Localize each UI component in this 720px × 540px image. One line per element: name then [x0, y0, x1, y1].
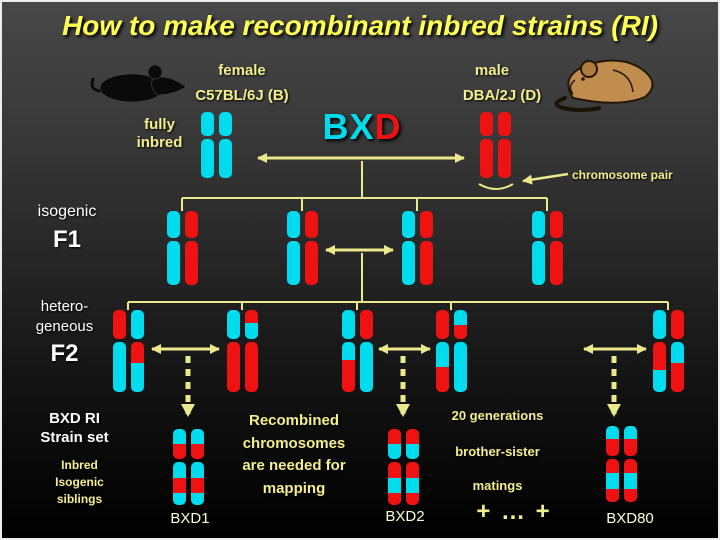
f1-chromosome-pair — [167, 211, 198, 285]
ri-chromosome — [388, 429, 401, 505]
ri-chromosome — [606, 426, 619, 502]
f2-chromosome-pair — [113, 310, 144, 392]
bxd-b-x-letters: BX — [322, 106, 375, 147]
chromosome-d — [480, 112, 493, 178]
generations-note-line3: matings — [472, 478, 523, 493]
bxd-d-letter: D — [374, 106, 402, 147]
recombined-note: Recombined chromosomes are needed for ma… — [242, 412, 346, 497]
f1-chromosome-pair — [402, 211, 433, 285]
bxd80-chromosome-pair — [606, 426, 637, 502]
bxd-ri-strain-set-label: BXD RI Strain set — [40, 410, 109, 446]
f2-chromosome-pair — [653, 310, 684, 392]
female-mouse-icon — [90, 64, 187, 103]
chromosome-d — [550, 211, 563, 285]
inbred-isogenic-siblings-label: Inbred Isogenic siblings — [55, 458, 104, 506]
recombinant-chromosome — [671, 310, 684, 392]
page-title: How to make recombinant inbred strains (… — [62, 10, 658, 41]
parent-b-chromosome-pair — [201, 112, 232, 178]
ri-chromosome — [624, 426, 637, 502]
recombinant-chromosome — [436, 310, 449, 392]
chromosome-b — [167, 211, 180, 285]
chromosome-b — [402, 211, 415, 285]
f1-chromosome-pair — [287, 211, 318, 285]
chromosome-d — [498, 112, 511, 178]
parent-d-chromosome-pair — [480, 112, 511, 178]
recombinant-chromosome — [245, 310, 258, 392]
chromosome-pair-pointer-arrow — [522, 172, 569, 185]
fully-inbred-label: fully inbred — [136, 116, 183, 151]
bxd80-label: BXD80 — [606, 510, 654, 527]
f1-label: F1 — [52, 226, 81, 253]
chromosome-pair-label: chromosome pair — [572, 168, 673, 182]
recombinant-chromosome — [227, 310, 240, 392]
male-label: male — [474, 62, 510, 79]
bxd-cross-label: BXD — [297, 106, 427, 148]
f1-chromosome-pair — [532, 211, 563, 285]
chromosome-pair-bracket — [478, 183, 514, 190]
chromosome-b — [532, 211, 545, 285]
generations-note-line1: 20 generations — [451, 408, 544, 423]
bxd2-chromosome-pair — [388, 429, 419, 505]
plus-ellipsis-label: + … + — [476, 498, 552, 525]
chromosome-d — [185, 211, 198, 285]
recombinant-chromosome — [454, 310, 467, 392]
female-strain-name: C57BL/6J (B) — [195, 87, 289, 104]
recombinant-chromosome — [342, 310, 355, 392]
male-strain-name: DBA/2J (D) — [462, 87, 542, 104]
bxd2-label: BXD2 — [385, 508, 425, 525]
recombinant-chromosome — [131, 310, 144, 392]
chromosome-b — [287, 211, 300, 285]
generations-note-line2: brother-sister — [455, 444, 540, 459]
recombinant-chromosome — [360, 310, 373, 392]
heterogeneous-label: hetero- geneous — [35, 298, 94, 335]
tree-connector — [181, 198, 548, 211]
bxd1-chromosome-pair — [173, 429, 204, 505]
female-label: female — [218, 62, 266, 79]
ri-chromosome — [406, 429, 419, 505]
bxd1-label: BXD1 — [170, 510, 210, 527]
male-mouse-icon — [554, 59, 654, 112]
f2-chromosome-pair — [342, 310, 373, 392]
isogenic-label: isogenic — [37, 203, 97, 220]
f2-label: F2 — [50, 340, 79, 367]
tree-connector — [127, 302, 669, 310]
chromosome-d — [305, 211, 318, 285]
recombinant-chromosome — [113, 310, 126, 392]
f2-chromosome-pair — [436, 310, 467, 392]
ri-chromosome — [191, 429, 204, 505]
f2-chromosome-pair — [227, 310, 258, 392]
chromosome-b — [219, 112, 232, 178]
chromosome-d — [420, 211, 433, 285]
ri-chromosome — [173, 429, 186, 505]
chromosome-b — [201, 112, 214, 178]
recombinant-chromosome — [653, 310, 666, 392]
